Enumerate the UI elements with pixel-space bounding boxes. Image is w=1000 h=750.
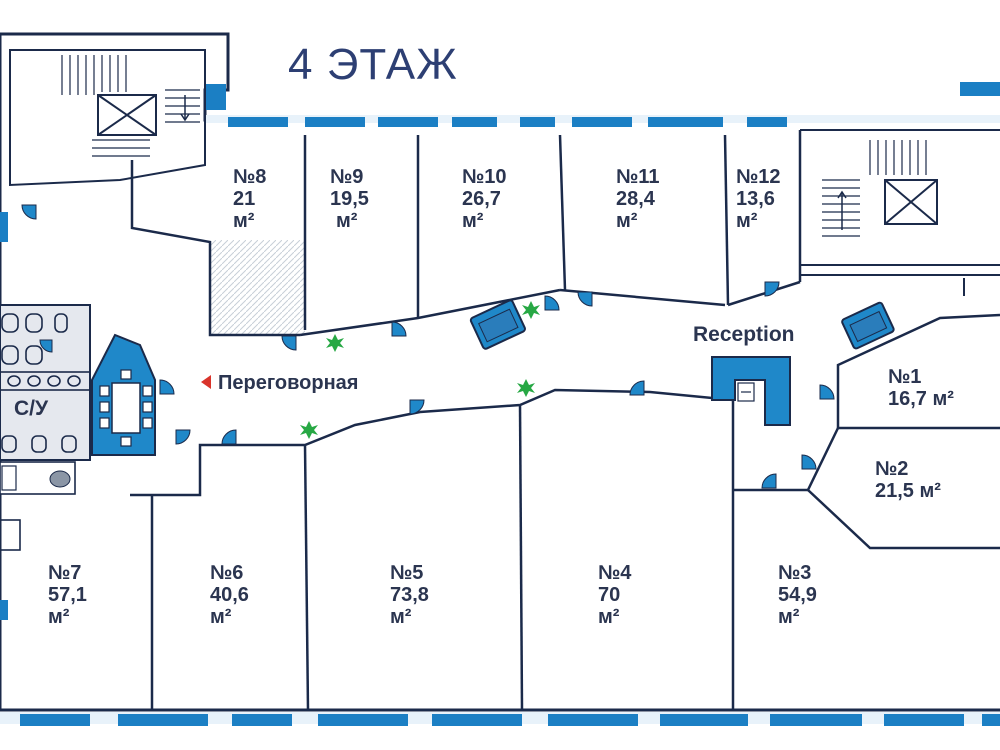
room-8-label[interactable]: №8 21 м² — [233, 166, 266, 232]
room-area: 70 — [598, 584, 621, 606]
room-area: 73,8 — [390, 584, 429, 606]
room-number: №11 — [616, 166, 660, 188]
room-number: №6 — [210, 562, 244, 584]
sofa-right — [841, 301, 895, 350]
room-6-label[interactable]: №6 40,6 м² — [210, 562, 249, 628]
room-unit: м² — [462, 210, 484, 232]
top-windows — [204, 82, 1000, 127]
room-7-label[interactable]: №7 57,1 м² — [48, 562, 87, 628]
room-5-label[interactable]: №5 73,8 м² — [390, 562, 429, 628]
room-number: №2 — [875, 458, 909, 480]
room-9-label[interactable]: №9 19,5 м² — [330, 166, 369, 232]
hatched-area — [210, 240, 305, 335]
bottom-windows — [0, 712, 1000, 726]
room-area: 21,5 — [875, 480, 914, 502]
room-number: №8 — [233, 166, 267, 188]
room-12-label[interactable]: №12 13,6 м² — [736, 166, 781, 232]
room-number: №5 — [390, 562, 424, 584]
room-unit: м² — [932, 388, 954, 410]
room-area: 19,5 — [330, 188, 369, 210]
left-windows — [0, 212, 8, 620]
room-area: 26,7 — [462, 188, 501, 210]
right-room-partitions — [733, 313, 1000, 550]
room-area: 28,4 — [616, 188, 655, 210]
restroom-block — [0, 304, 91, 551]
room-unit: м² — [778, 606, 800, 628]
room-area: 21 — [233, 188, 256, 210]
room-unit: м² — [598, 606, 620, 628]
room-10-label[interactable]: №10 26,7 м² — [462, 166, 507, 232]
bottom-room-partitions — [130, 388, 735, 711]
room-3-label[interactable]: №3 54,9 м² — [778, 562, 817, 628]
room-area: 54,9 — [778, 584, 817, 606]
room-unit: м² — [336, 210, 358, 232]
room-unit: м² — [736, 210, 758, 232]
room-unit: м² — [210, 606, 232, 628]
stairwell-top-right — [799, 129, 1000, 276]
meeting-room-marker-icon — [201, 375, 211, 389]
room-number: №4 — [598, 562, 632, 584]
plant-icons — [300, 301, 540, 439]
room-area: 57,1 — [48, 584, 87, 606]
floor-title: 4 ЭТАЖ — [288, 40, 458, 89]
room-unit: м² — [919, 480, 941, 502]
reception-desk — [711, 356, 791, 426]
room-area: 13,6 — [736, 188, 775, 210]
meeting-room-zone — [91, 333, 156, 456]
room-unit: м² — [48, 606, 70, 628]
sofa-left — [469, 299, 526, 350]
restroom-label: С/У — [14, 397, 49, 420]
room-number: №7 — [48, 562, 82, 584]
door-swings — [21, 204, 835, 489]
room-2-label[interactable]: №2 21,5 м² — [875, 458, 941, 502]
room-11-label[interactable]: №11 28,4 м² — [616, 166, 659, 232]
room-1-label[interactable]: №1 16,7 м² — [888, 366, 954, 410]
room-unit: м² — [233, 210, 255, 232]
reception-label: Reception — [693, 323, 795, 346]
top-room-partitions — [130, 130, 802, 337]
room-number: №10 — [462, 166, 507, 188]
room-unit: м² — [616, 210, 638, 232]
room-number: №12 — [736, 166, 781, 188]
room-4-label[interactable]: №4 70 м² — [598, 562, 631, 628]
room-area: 16,7 — [888, 388, 927, 410]
room-number: №3 — [778, 562, 812, 584]
room-number: №1 — [888, 366, 922, 388]
meeting-room-label: Переговорная — [218, 372, 359, 394]
room-number: №9 — [330, 166, 364, 188]
stairwell-top-left — [9, 49, 206, 187]
room-unit: м² — [390, 606, 412, 628]
room-area: 40,6 — [210, 584, 249, 606]
